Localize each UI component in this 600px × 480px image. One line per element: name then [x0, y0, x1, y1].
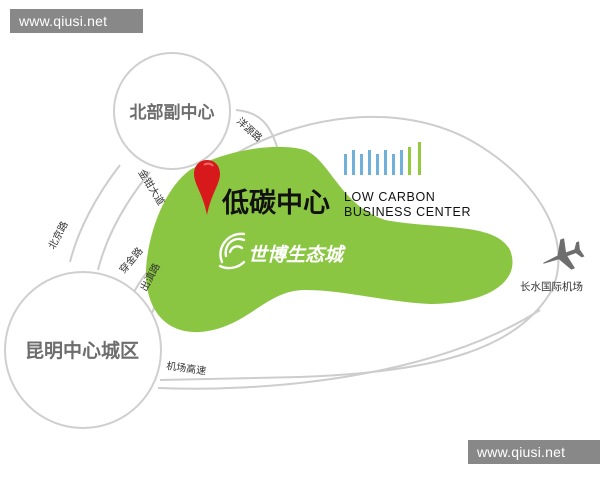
low-carbon-logo-icon — [344, 142, 421, 175]
center-title: 低碳中心 — [221, 188, 330, 219]
airport-expressway — [157, 309, 541, 390]
location-pin-icon — [194, 160, 220, 215]
beijing-road-inner — [97, 171, 151, 271]
outer-ring-road — [159, 115, 560, 381]
north-ring-road — [235, 109, 279, 151]
kunming-center-label: 昆明中心城区 — [25, 339, 139, 362]
road-label-jichang: 机场高速 — [166, 359, 207, 377]
center-english-line1: LOW CARBON — [344, 190, 435, 204]
road-label-jinjin: 金钳大道 — [135, 167, 167, 208]
road-label-beijing: 北京路 — [45, 219, 71, 252]
green-zone — [145, 146, 513, 333]
expo-swirl-icon — [218, 232, 246, 270]
road-label-chuanjin: 穿金路 — [116, 245, 145, 276]
airport-label: 长水国际机场 — [520, 280, 583, 293]
airplane-icon — [543, 238, 585, 270]
kunming-center-circle — [4, 271, 162, 429]
north-subcenter-circle — [113, 52, 231, 170]
expo-city-name: 世博生态城 — [248, 244, 346, 266]
beijing-road — [69, 164, 121, 263]
north-subcenter-label: 北部副中心 — [130, 102, 215, 123]
center-english-line2: BUSINESS CENTER — [344, 205, 471, 219]
watermark-top: www.qiusi.net — [10, 9, 143, 33]
watermark-bottom: www.qiusi.net — [468, 440, 600, 464]
